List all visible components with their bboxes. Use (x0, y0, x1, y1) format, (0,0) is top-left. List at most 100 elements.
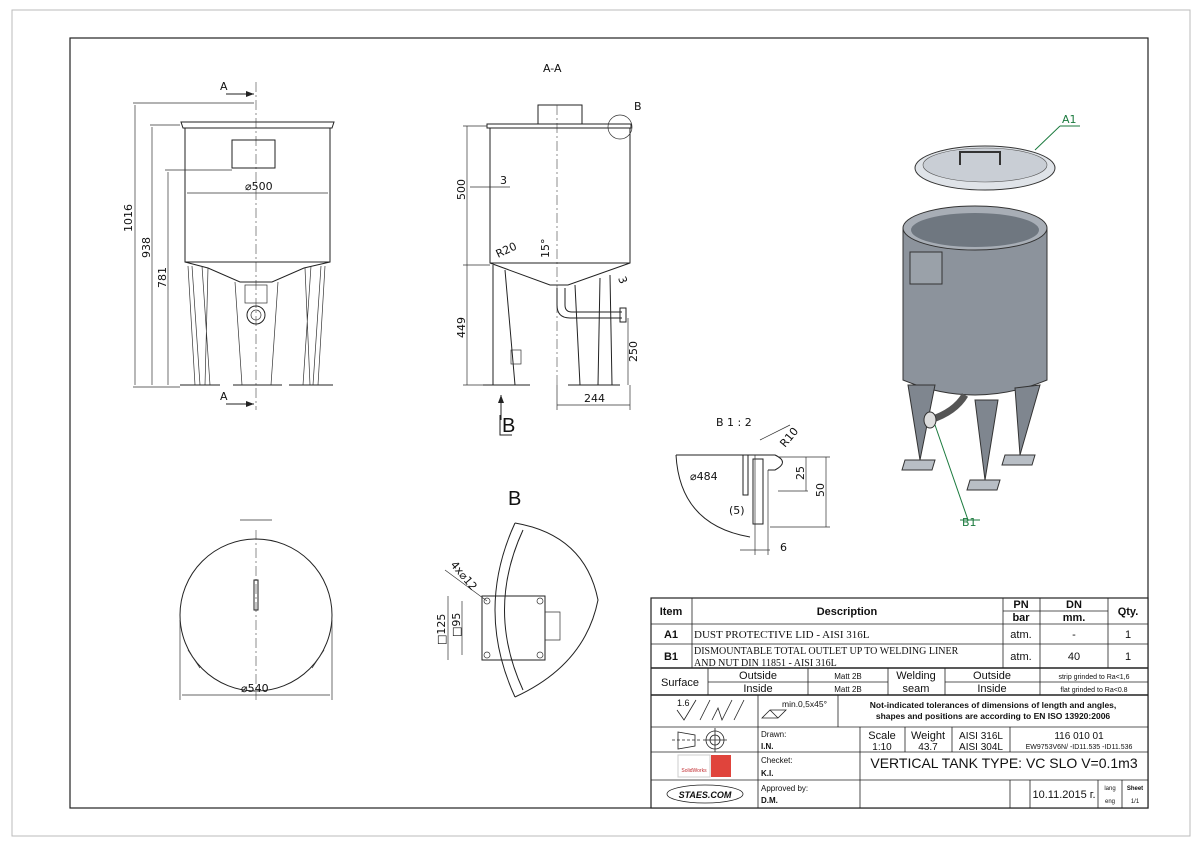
weld-inside: Inside (977, 683, 1006, 695)
header-qty: Qty. (1118, 606, 1139, 618)
header-dn: DN (1066, 599, 1082, 611)
staes-logo-text: STAES.COM (679, 790, 732, 800)
row-a1-item: A1 (664, 629, 678, 641)
detail-title: B 1 : 2 (716, 416, 752, 429)
lang-value: eng (1105, 799, 1115, 805)
roughness-symbols (676, 699, 745, 722)
dim-r20: R20 (494, 240, 519, 261)
section-title: A-A (543, 62, 562, 75)
row-a1-description: DUST PROTECTIVE LID - AISI 316L (694, 629, 870, 641)
detail-b-view: B 1 : 2 R10 ⌀484 25 50 (5) 6 (675, 416, 830, 555)
welding-seam-label: seam (903, 683, 930, 695)
approved-by: D.M. (761, 796, 778, 805)
roughness-value: 1.6 (677, 698, 690, 708)
drawing-number: 116 010 01 (1054, 731, 1104, 742)
front-view: A A 1016 938 781 ⌀500 (122, 80, 335, 410)
header-pn: PN (1013, 599, 1028, 611)
dim-781: 781 (156, 267, 169, 288)
checked-label: Checket: (761, 756, 793, 765)
chamfer-icon (761, 709, 787, 719)
chamfer-note: min.0,5x45° (782, 699, 827, 709)
dim-dia484: ⌀484 (690, 470, 718, 483)
section-marker-top: A (220, 80, 228, 93)
dim-3-wall: 3 (500, 174, 507, 187)
dim-244: 244 (584, 392, 605, 405)
row-a1-pn: atm. (1010, 629, 1031, 641)
drawn-label: Drawn: (761, 730, 786, 739)
checked-by: K.I. (761, 769, 773, 778)
callout-b1: B1 (962, 516, 977, 529)
drawing-date: 10.11.2015 г. (1032, 789, 1095, 801)
partner-logo (711, 755, 731, 777)
weld-outside-finish: strip grinded to Ra<1,6 (1058, 674, 1129, 681)
drawn-by: I.N. (761, 742, 773, 751)
dim-250: 250 (627, 341, 640, 362)
section-marker-bottom: A (220, 390, 228, 403)
dim-1016: 1016 (122, 204, 135, 232)
tolerance-note-line1: Not-indicated tolerances of dimensions o… (870, 700, 1117, 710)
scale-value: 1:10 (872, 742, 892, 753)
dim-25: 25 (794, 466, 807, 480)
weight-label: Weight (911, 730, 945, 742)
callout-a1: A1 (1062, 113, 1077, 126)
weld-inside-finish: flat grinded to Ra<0.8 (1060, 687, 1127, 694)
view-b-title: B (508, 488, 521, 510)
sheet-label: Sheet (1127, 786, 1143, 792)
weld-outside: Outside (973, 670, 1011, 682)
staes-logo (666, 784, 744, 804)
solidworks-logo (677, 754, 711, 778)
section-view-a-a: A-A B 500 449 3 R20 15° 3 250 244 B (455, 62, 642, 437)
row-b1-item: B1 (664, 651, 678, 663)
row-b1-qty: 1 (1125, 651, 1131, 663)
lang-label: lang (1104, 786, 1115, 792)
view-b-marker: B (502, 415, 515, 437)
dim-500: 500 (455, 179, 468, 200)
projection-symbol-icon (672, 728, 727, 752)
header-item: Item (660, 606, 683, 618)
isometric-view: A1 B1 (901, 113, 1080, 529)
row-b1-pn: atm. (1010, 651, 1031, 663)
sheet-border (11, 9, 1191, 837)
tolerance-note-line2: shapes and positions are according to EN… (876, 711, 1111, 721)
dim-5: (5) (729, 504, 745, 517)
approved-label: Approved by: (761, 784, 808, 793)
dim-50: 50 (814, 483, 827, 497)
dim-sq95: □95 (450, 613, 463, 637)
dim-15deg: 15° (539, 239, 552, 259)
weight-value: 43.7 (918, 742, 938, 753)
row-b1-dn: 40 (1068, 651, 1080, 663)
header-dn-unit: mm. (1063, 612, 1086, 624)
dim-449: 449 (455, 317, 468, 338)
surface-label: Surface (661, 677, 699, 689)
sheet-value: 1/1 (1131, 799, 1140, 805)
drawing-reference: EW9753V6N/ -ID11.535 -ID11.536 (1026, 744, 1133, 751)
row-a1-dn: - (1072, 629, 1076, 641)
surface-outside: Outside (739, 670, 777, 682)
solidworks-logo-text: SolidWorks (681, 768, 707, 774)
dim-r10: R10 (777, 425, 801, 450)
row-b1-description-line2: AND NUT DIN 11851 - AISI 316L (694, 658, 837, 669)
row-a1-qty: 1 (1125, 629, 1131, 641)
top-view: ⌀540 (179, 519, 333, 700)
drawing-frame (69, 37, 1149, 809)
dim-dia540: ⌀540 (241, 682, 269, 695)
surface-outside-finish: Matt 2B (834, 672, 862, 681)
title-block: Item Description PN bar DN mm. Qty. A1 D… (650, 597, 1149, 809)
material-2: AISI 304L (959, 742, 1003, 753)
scale-label: Scale (868, 730, 896, 742)
dim-sq125: □125 (435, 614, 448, 645)
surface-inside: Inside (743, 683, 772, 695)
dim-6: 6 (780, 541, 787, 554)
dim-dia500: ⌀500 (245, 180, 273, 193)
detail-callout-b: B (634, 100, 642, 113)
dim-938: 938 (140, 237, 153, 258)
header-description: Description (817, 606, 878, 618)
drawing-title: VERTICAL TANK TYPE: VC SLO V=0.1m3 (870, 755, 1137, 771)
header-pn-unit: bar (1012, 612, 1030, 624)
material-1: AISI 316L (959, 731, 1003, 742)
surface-inside-finish: Matt 2B (834, 685, 862, 694)
row-b1-description: DISMOUNTABLE TOTAL OUTLET UP TO WELDING … (694, 646, 959, 657)
view-b: B 4x⌀12 □125 □95 (435, 488, 599, 698)
welding-label: Welding (896, 670, 936, 682)
